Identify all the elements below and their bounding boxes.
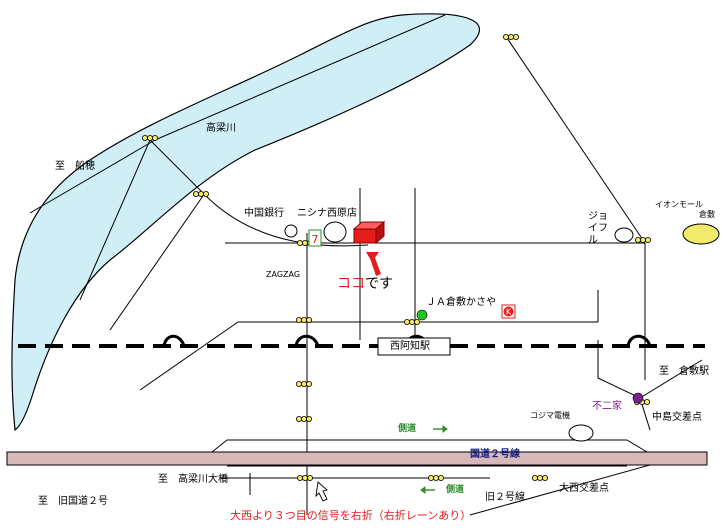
old-route2-label: 旧２号線 — [485, 492, 525, 503]
sidewalk-north-label: 側道 — [398, 424, 417, 434]
here-arrow-icon — [366, 252, 381, 276]
route-2-road — [6, 451, 708, 466]
nishina-marker — [323, 221, 347, 243]
chugoku-bank-label: 中国銀行 — [244, 208, 284, 219]
nishina-label: ニシナ西原店 — [297, 208, 357, 219]
traffic-signal — [192, 190, 209, 197]
traffic-signal — [295, 316, 312, 323]
to-kurashiki-station-label: 至 倉敷駅 — [659, 366, 709, 377]
k-store-icon: K — [501, 304, 516, 319]
takahashi-river — [11, 13, 481, 432]
traffic-signal — [532, 474, 549, 481]
nishiachi-station-label: 西阿知駅 — [390, 341, 430, 352]
aeon-sub-label: 倉敷 — [699, 210, 715, 219]
fujiya-marker — [632, 392, 644, 404]
funao-label: 至 船穂 — [55, 161, 95, 172]
ja-shop-label: ＪＡ倉敷かさや — [426, 297, 496, 308]
directions-note: 大西より３つ目の信号を右折（右折レーンあり） — [230, 509, 472, 522]
route2-label: 国道２号線 — [470, 449, 520, 460]
direction-arrow-left-icon — [420, 486, 435, 494]
traffic-signal — [427, 474, 444, 481]
destination-cube-icon — [352, 220, 386, 245]
sidewalk-south-label: 側道 — [446, 485, 465, 495]
to-takahashi-bridge-label: 至 高梁川大橋 — [158, 474, 228, 485]
traffic-signal — [635, 236, 652, 243]
nakashima-intersection-label: 中島交差点 — [652, 412, 702, 423]
kojima-marker — [568, 424, 594, 442]
traffic-signal — [295, 415, 312, 422]
aeon-marker — [682, 223, 720, 245]
to-old-route2-label: 至 旧国道２号 — [38, 496, 108, 507]
traffic-signal — [295, 380, 312, 387]
zagzag-label: ZAGZAG — [266, 270, 301, 279]
seven-eleven-icon: 7 — [308, 229, 322, 247]
ja-marker — [416, 309, 428, 321]
joyful-label: ジョイフル — [588, 211, 608, 246]
desu-text: です — [365, 276, 393, 292]
koko-text: ココ — [337, 276, 365, 292]
traffic-signal — [296, 474, 313, 481]
direction-arrow-right-icon — [433, 425, 448, 433]
aeon-label: イオンモール — [655, 200, 703, 209]
traffic-signal — [141, 134, 158, 141]
chugoku-bank-marker — [284, 224, 298, 238]
svg-text:7: 7 — [312, 233, 319, 246]
fujiya-label: 不二家 — [592, 401, 622, 412]
here-label: ココです — [337, 277, 393, 291]
takahashi-river-label: 高梁川 — [206, 123, 236, 134]
traffic-signal — [502, 34, 520, 41]
nishiachi-station-box — [377, 337, 451, 356]
traffic-signal — [403, 318, 420, 325]
svg-text:K: K — [506, 308, 512, 317]
kojima-label: コジマ電機 — [530, 411, 570, 420]
onishi-intersection-label: 大西交差点 — [559, 483, 609, 494]
joyful-marker — [614, 227, 634, 243]
cursor-arrow-icon — [315, 481, 328, 502]
